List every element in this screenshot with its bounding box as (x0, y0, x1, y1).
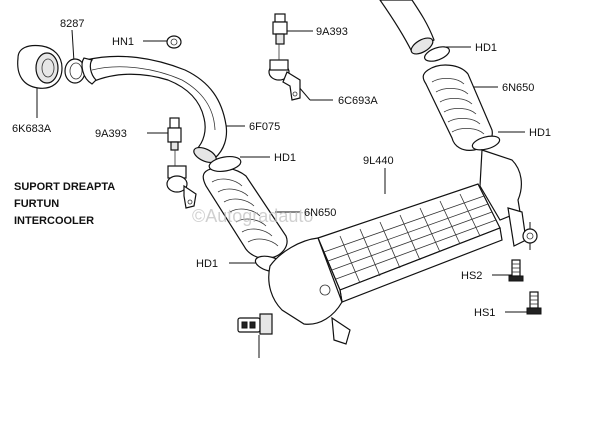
coupler-6k683a (17, 44, 63, 89)
label-9l440: 9L440 (363, 155, 394, 167)
hose-6n650-right (422, 64, 493, 151)
note-line-1: SUPORT DREAPTA (14, 181, 115, 193)
label-hd1-left: HD1 (196, 258, 218, 270)
label-hd1-upper: HD1 (475, 42, 497, 54)
clamp-hd1-right (471, 135, 501, 151)
sensor-9a393-left (167, 117, 182, 151)
clamp-hd1-upper (424, 46, 450, 62)
hose-6n650-left (202, 166, 288, 259)
bolt-hs1 (526, 291, 542, 315)
label-9a393-left: 9A393 (95, 128, 127, 140)
leader-lines (36, 29, 531, 358)
label-6f075: 6F075 (249, 121, 280, 133)
sensor-bottom (237, 313, 273, 335)
note-block: SUPORT DREAPTA FURTUN INTERCOOLER (14, 181, 115, 227)
hose-6f075 (81, 55, 228, 164)
note-line-2: FURTUN (14, 198, 59, 210)
intercooler-9l440 (268, 149, 538, 345)
ring-8287 (64, 58, 86, 84)
hose-upper-right (379, 0, 435, 55)
bracket-6c693a (268, 44, 301, 101)
label-6n650-right: 6N650 (502, 82, 534, 94)
part-labels: 8287 HN1 9A393 6C693A 6K683A 6F075 9A393… (12, 18, 551, 319)
sensor-9a393-top (272, 13, 288, 45)
note-line-3: INTERCOOLER (14, 215, 94, 227)
label-6n650-left: 6N650 (304, 207, 336, 219)
label-hd1-mid: HD1 (274, 152, 296, 164)
label-hd1-right: HD1 (529, 127, 551, 139)
label-hn1: HN1 (112, 36, 134, 48)
clamp-hn1 (166, 35, 182, 49)
bolt-hs2 (508, 259, 524, 282)
label-9a393-top: 9A393 (316, 26, 348, 38)
clamp-hd1-mid (208, 155, 242, 173)
intercooler-fins (323, 193, 497, 284)
label-6c693a: 6C693A (338, 95, 378, 107)
label-hs1: HS1 (474, 307, 495, 319)
label-6k683a: 6K683A (12, 123, 52, 135)
watermark: ©Autogradauto (192, 206, 313, 226)
label-hs2: HS2 (461, 270, 482, 282)
label-8287: 8287 (60, 18, 84, 30)
suport-dreapta (166, 150, 197, 209)
